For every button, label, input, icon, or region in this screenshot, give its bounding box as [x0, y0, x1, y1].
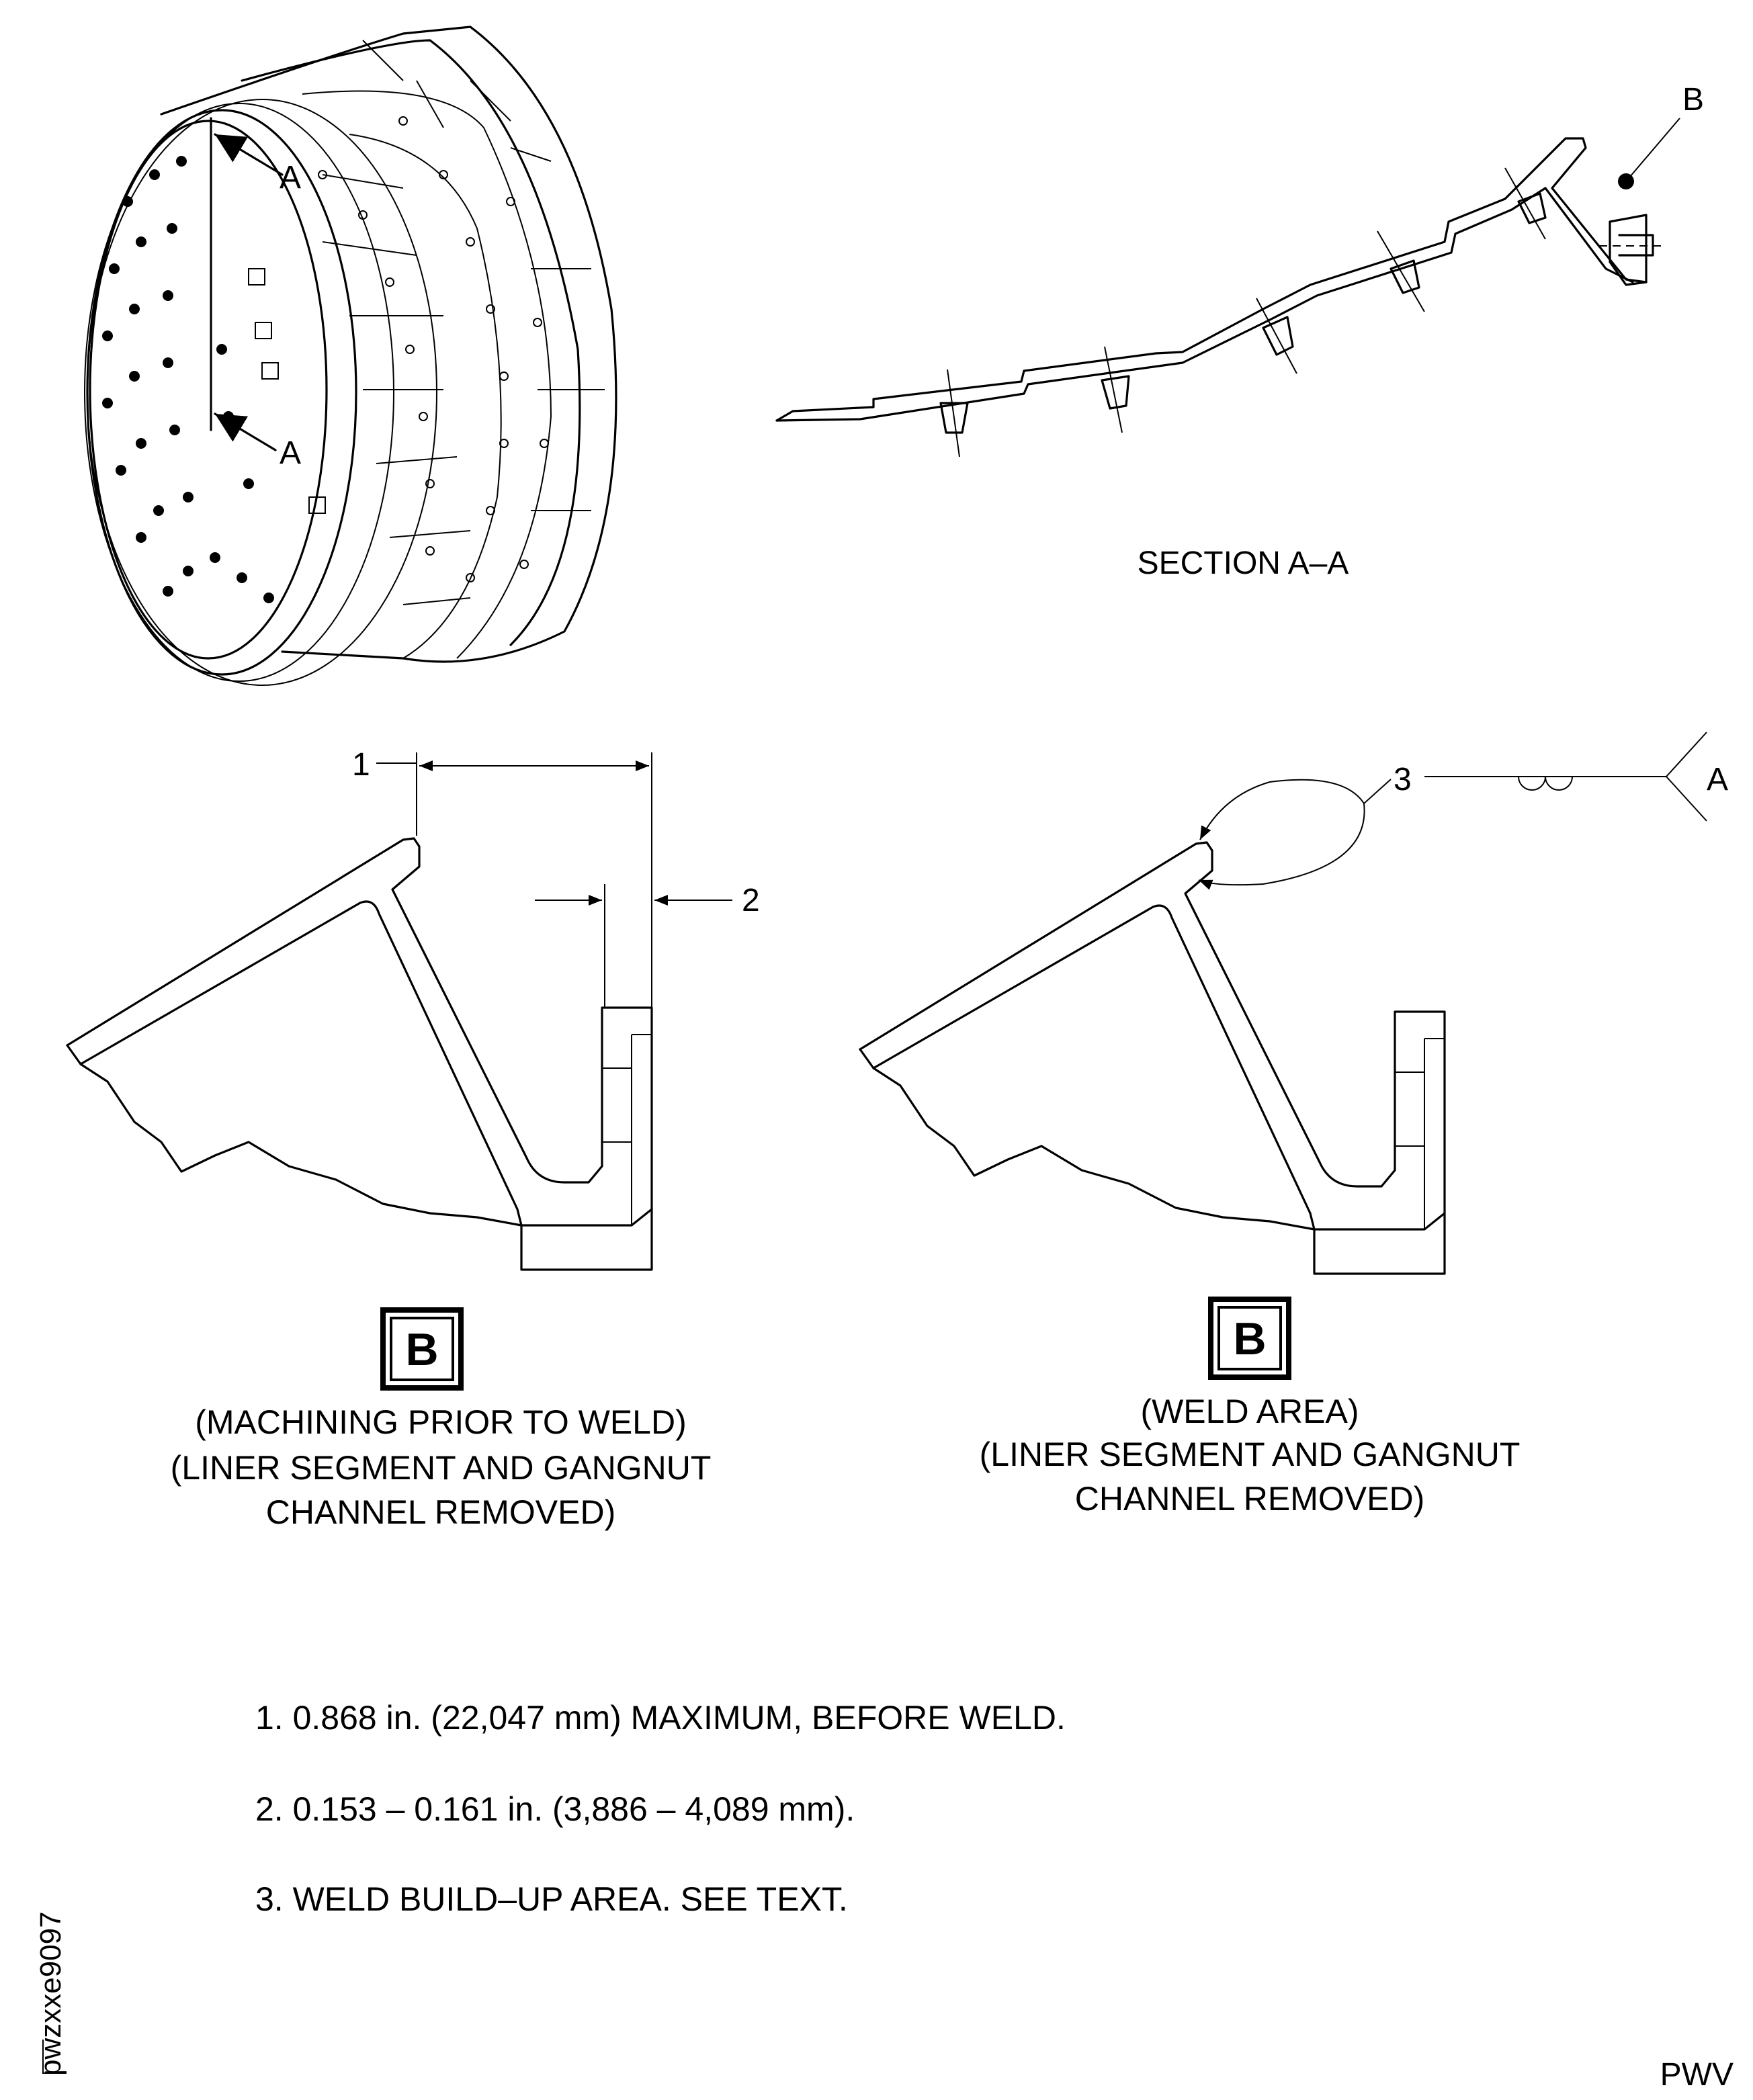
caption-line: (LINER SEGMENT AND GANGNUT	[980, 1436, 1521, 1473]
cooling-holes	[102, 156, 274, 603]
caption-line: (LINER SEGMENT AND GANGNUT	[171, 1449, 712, 1487]
detail-b-machining: 1 2 B (MACHINING PRIOR TO WELD) (LINER S…	[66, 747, 760, 1531]
caption-line: CHANNEL REMOVED)	[266, 1493, 615, 1531]
section-a-a-view: B SECTION A–A	[775, 82, 1704, 581]
figure-id: pwzxxe9097	[34, 1911, 67, 2076]
callout-1: 1	[352, 747, 370, 783]
caption-line: (MACHINING PRIOR TO WELD)	[195, 1403, 687, 1441]
footer-code: PWV	[1660, 2057, 1734, 2093]
combustor-isometric-view: A A	[84, 26, 617, 686]
callout-2: 2	[742, 883, 760, 918]
section-marker-a-bottom: A	[280, 435, 301, 471]
caption-line: (WELD AREA)	[1140, 1393, 1359, 1430]
detail-b-weld-area: 3 A B (WELD AREA) (LINER SEGMENT AND GAN…	[859, 732, 1728, 1518]
callout-3: 3	[1394, 762, 1412, 797]
note-3: 3. WELD BUILD–UP AREA. SEE TEXT.	[255, 1880, 848, 1918]
detail-b-callout: B	[1682, 82, 1704, 118]
note-1: 1. 0.868 in. (22,047 mm) MAXIMUM, BEFORE…	[255, 1699, 1066, 1737]
notes: 1. 0.868 in. (22,047 mm) MAXIMUM, BEFORE…	[255, 1699, 1066, 1918]
note-2: 2. 0.153 – 0.161 in. (3,886 – 4,089 mm).	[255, 1790, 855, 1828]
section-title: SECTION A–A	[1138, 545, 1349, 581]
section-marker-a-top: A	[280, 160, 301, 195]
weld-symbol-tail: A	[1707, 762, 1728, 797]
detail-badge-left: B	[405, 1324, 438, 1375]
detail-badge-right: B	[1233, 1313, 1266, 1364]
caption-line: CHANNEL REMOVED)	[1075, 1480, 1424, 1518]
